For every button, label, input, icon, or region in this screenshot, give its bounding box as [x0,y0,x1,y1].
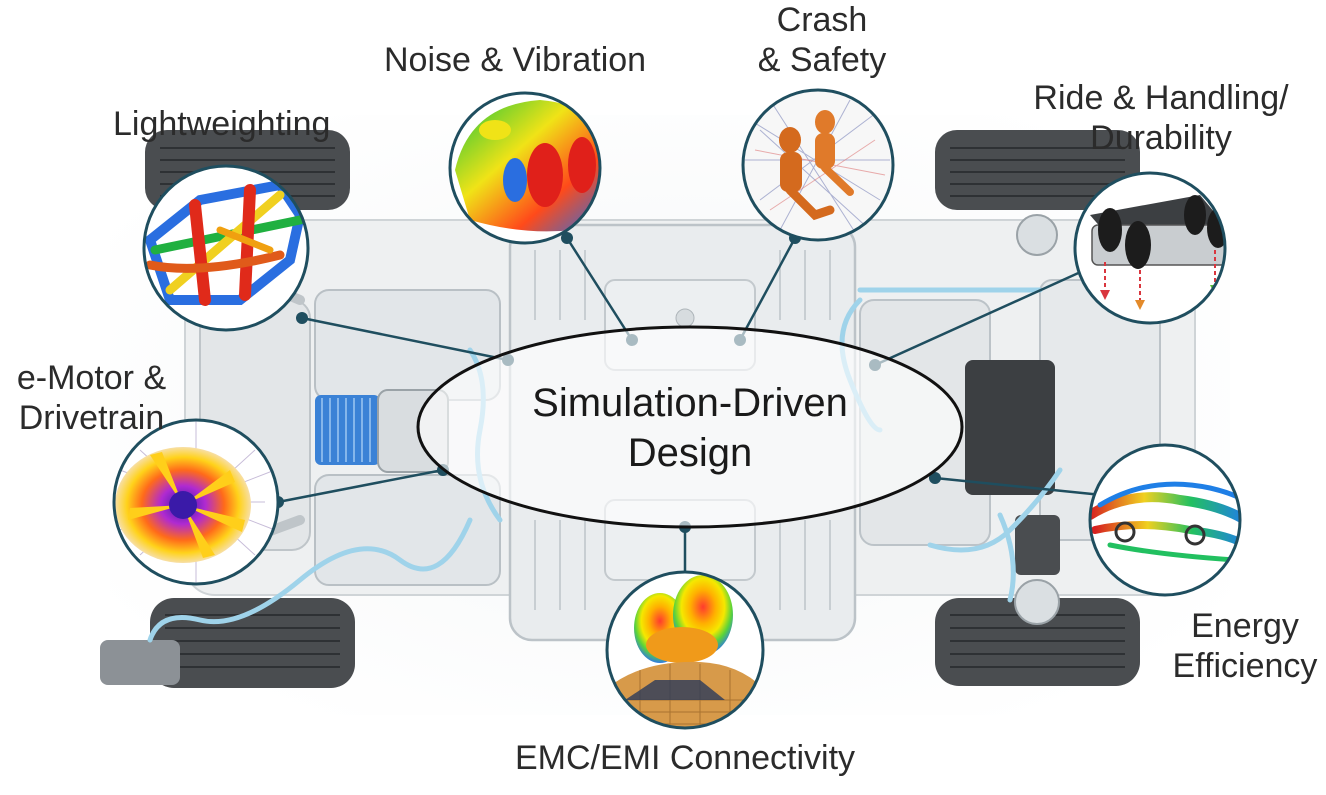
label-emotor-drivetrain-line-2: Drivetrain [18,399,165,437]
label-emotor-drivetrain: e-Motor & Drivetrain [4,358,179,438]
center-title-line-2: Design [627,431,753,475]
center-title-line-1: Simulation-Driven [532,381,848,425]
aero-flow-icon [1090,481,1240,563]
label-emotor-drivetrain-line-1: e-Motor & [16,359,167,397]
lightweighting-bubble [142,164,310,332]
label-crash-safety: Crash & Safety [752,0,892,80]
noise-vibration-bubble [448,91,602,245]
energy-efficiency-bubble [1088,443,1242,597]
crash-dummy-icon [745,99,890,240]
e-motor-unit [315,395,380,465]
label-crash-safety-line-2: & Safety [757,41,887,79]
label-noise-vibration: Noise & Vibration [384,40,646,80]
label-ride-handling-line-2: Durability [1090,119,1232,157]
body-topology-icon [144,179,306,306]
label-lightweighting: Lightweighting [113,104,330,144]
vibration-mode-shape-icon [455,100,600,232]
label-emc-emi: EMC/EMI Connectivity [500,738,870,778]
crash-safety-bubble [741,88,895,242]
label-ride-handling: Ride & Handling/ Durability [1016,78,1306,158]
label-ride-handling-line-1: Ride & Handling/ [1033,79,1289,117]
label-noise-vibration-line-1: Noise & Vibration [384,41,647,79]
suspension-model-icon [1090,195,1225,310]
rear-left-tire [935,130,1140,210]
ride-handling-bubble [1073,171,1227,325]
label-energy-efficiency-line-2: Efficiency [1172,647,1318,685]
label-emc-emi-line-1: EMC/EMI Connectivity [514,739,856,777]
label-energy-efficiency: Energy Efficiency [1165,606,1325,686]
label-lightweighting-line-1: Lightweighting [113,105,331,143]
emotor-drivetrain-bubble [112,418,280,586]
connector-lines [277,237,1103,582]
center-title: Simulation-Driven Design [420,378,960,478]
motor-flux-icon [115,420,276,584]
central-hub-ellipse [416,325,964,529]
label-energy-efficiency-line-1: Energy [1191,607,1299,645]
label-crash-safety-line-1: Crash [776,1,868,39]
